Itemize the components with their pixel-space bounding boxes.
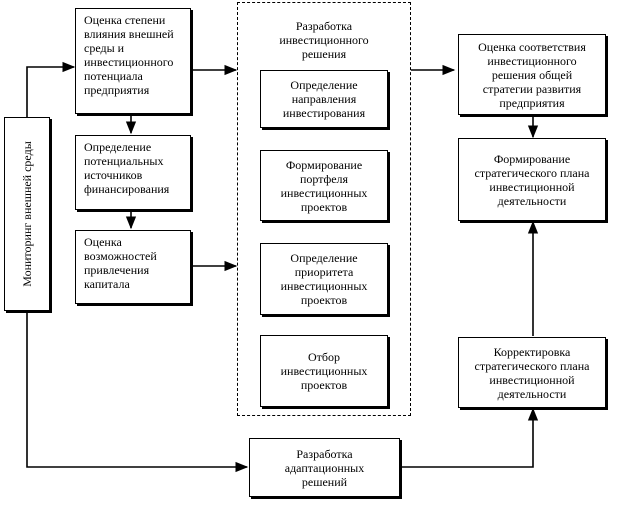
monitoring-box: Мониторинг внешней среды — [4, 117, 50, 311]
investment-decision-group — [237, 2, 411, 416]
plan-correction-box: Корректировка стратегического плана инве… — [458, 337, 606, 408]
funding-sources-box: Определение потенциальных источников фин… — [75, 135, 191, 210]
arrow-adaptation-to-correction — [400, 407, 539, 468]
monitoring-label: Мониторинг внешней среды — [20, 141, 34, 287]
assess-influence-box: Оценка степени влияния внешней среды и и… — [75, 8, 191, 114]
priority-box: Определение приоритета инвестиционных пр… — [260, 243, 388, 315]
strategic-plan-box: Формирование стратегического плана инвес… — [458, 138, 606, 221]
portfolio-box: Формирование портфеля инвестиционных про… — [260, 150, 388, 221]
capital-attraction-box: Оценка возможностей привлечения капитала — [75, 230, 191, 304]
direction-box: Определение направления инвестирования — [260, 70, 388, 128]
adaptation-box: Разработка адаптационных решений — [249, 438, 400, 497]
arrow-monitoring-to-adaptation — [26, 310, 249, 473]
selection-box: Отбор инвестиционных проектов — [260, 335, 388, 407]
arrow-monitoring-to-assessment — [26, 61, 76, 118]
investment-decision-title: Разработка инвестиционного решения — [279, 19, 369, 61]
strategy-fit-box: Оценка соответствия инвестиционного реше… — [458, 34, 606, 115]
